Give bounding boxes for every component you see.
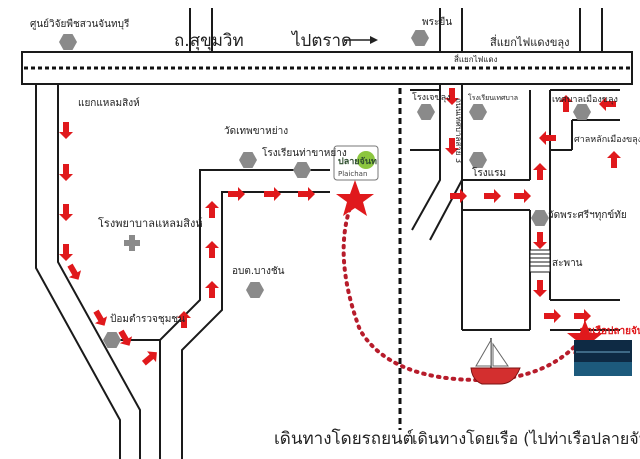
label-police: ป้อมตำรวจชุมชน [110,313,185,325]
pier-image [574,340,632,376]
label-by-boat: เดินทางโดยเรือ (ไปท่าเรือปลายจันท์) [412,429,640,448]
label-to-trat: ไปตราด [290,30,352,51]
label-bridge: สะพาน [552,258,583,269]
label-traffic-light: สี่แยกไฟแดง [454,53,498,64]
landmark-hexagon-icon [469,104,487,120]
label-khlung-hospital: โรงเจขลุง [412,92,450,103]
label-wat-phra-si: วัดพระศรีฯทุกข์ทัย [548,209,627,221]
label-hospital: โรงพยาบาลแหลมสิงห์ [98,216,203,230]
label-research-center: ศูนย์วิจัยพืชสวนจันทบุรี [30,18,130,30]
roads-khlung [410,84,620,331]
logo-text: ปลายจันท [338,156,377,167]
landmark-hexagon-icon [103,332,121,348]
landmark-hexagon-icon [293,162,311,178]
landmark-hexagon-icon [246,282,264,298]
label-intersection-daengchalong: สี่แยกไฟแดงขลุง [490,34,570,49]
landmark-hexagon-icon [417,104,435,120]
label-street-vertical: ถนนเทศบาลสาย 3 [454,98,463,163]
label-wat-thep: วัดเทพขาหย่าง [224,126,288,137]
boat-icon [470,338,521,385]
label-khlung-school: โรงเรียนเทศบาล [468,93,518,102]
landmark-hexagon-icon [59,34,77,50]
star-icon [336,180,374,216]
landmark-hexagon-icon [573,104,591,120]
boat-route-dotted [341,193,587,383]
bridge-icon [529,249,551,273]
label-laem-sing-junction: แยกแหลมสิงห์ [78,97,140,109]
arrow-right-icon [344,36,378,44]
route-arrows-khlung [445,88,621,323]
landmark-hexagon-icon [239,152,257,168]
label-sukhumvit: ถ.สุขุมวิท [174,31,244,51]
label-by-car: เดินทางโดยรถยนต์ [274,428,414,449]
hospital-cross-icon [124,235,140,251]
logo-subtext: Plaichan [338,170,367,178]
label-obt: อบต.บางชัน [232,266,285,277]
plaichan-logo: ปลายจันท Plaichan [333,145,379,181]
label-city-pillar: ศาลหลักเมืองขลุง [574,134,640,145]
label-municipality: เทศบาลเมืองขลุง [552,94,618,105]
label-phra-yuen: พระยืน [422,16,452,28]
landmark-hexagon-icon [411,30,429,46]
label-hotel: โรงแรม [472,166,506,179]
landmark-hexagon-icon [531,210,549,226]
label-pier: ท่าเรือปลายจันท์ [580,325,640,337]
landmark-hexagon-icon [469,152,487,168]
label-school: โรงเรียนท่าขาหย่าง [262,146,347,159]
